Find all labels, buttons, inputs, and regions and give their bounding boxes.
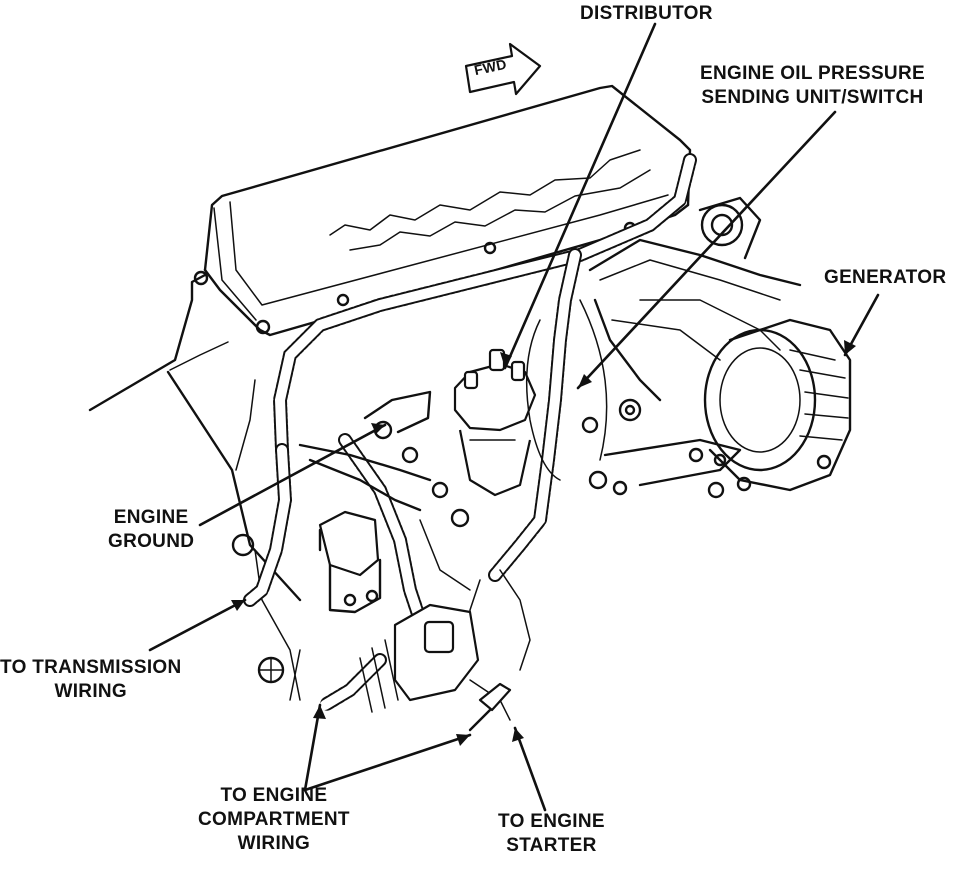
generator-label: GENERATOR bbox=[824, 267, 947, 288]
transmission-wiring-label: TO TRANSMISSION WIRING bbox=[0, 657, 182, 702]
oil-pressure-switch-label: ENGINE OIL PRESSURE SENDING UNIT/SWITCH bbox=[700, 63, 925, 108]
brackets-bolts bbox=[581, 398, 742, 496]
intake-manifold bbox=[588, 196, 802, 402]
distributor-label: DISTRIBUTOR bbox=[580, 3, 713, 24]
ignition-coil-bracket bbox=[318, 510, 382, 614]
wiring-harness bbox=[243, 153, 697, 721]
fwd-arrow bbox=[464, 42, 542, 96]
valve-cover bbox=[193, 84, 692, 337]
engine-starter-label: TO ENGINE STARTER bbox=[498, 811, 605, 856]
callout-pointers bbox=[148, 22, 880, 812]
distributor-cap bbox=[453, 348, 537, 497]
engine-ground-label: ENGINE GROUND bbox=[108, 507, 195, 552]
generator-unit bbox=[703, 318, 852, 499]
engine-ground-point bbox=[363, 390, 470, 528]
engine-compartment-wiring-label: TO ENGINE COMPARTMENT WIRING bbox=[198, 785, 350, 854]
harness-connector bbox=[359, 603, 512, 732]
